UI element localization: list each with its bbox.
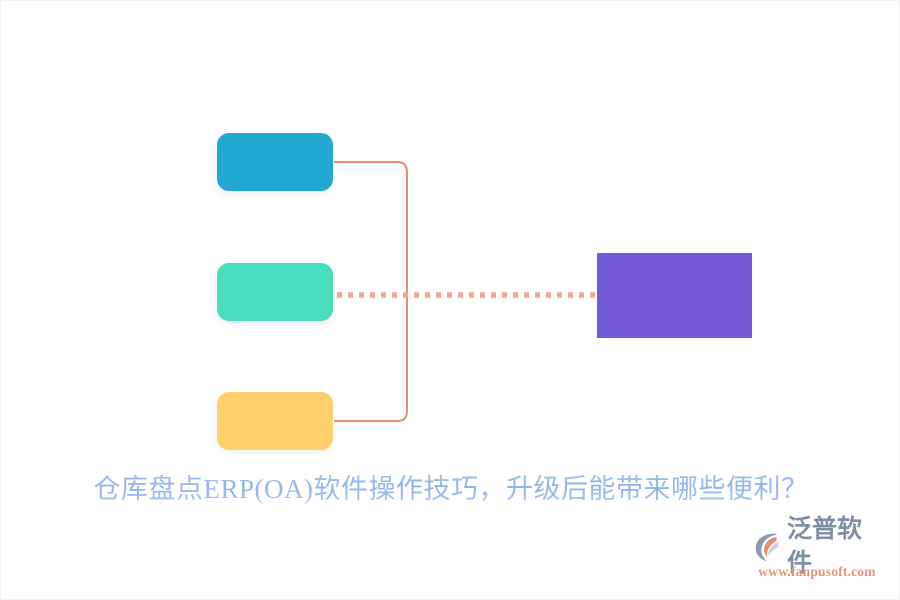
fanpu-logo-icon [755,533,779,562]
logo-website-url: www.fanpusoft.com [758,564,876,579]
page-caption: 仓库盘点ERP(OA)软件操作技巧，升级后能带来哪些便利？ [1,467,899,511]
brand-logo[interactable]: 泛普软件 www.fanpusoft.com [751,516,883,587]
logo-row: 泛普软件 [751,516,883,577]
diagram-infographic [1,1,899,471]
logo-wordmark: 泛普软件 [787,516,863,577]
diagram-node-yellow[interactable] [217,392,333,450]
diagram-connectors [334,161,597,422]
diagram-node-green[interactable] [217,263,333,321]
diagram-node-blue[interactable] [217,133,333,191]
connector-bracket-path [334,161,408,422]
diagram-node-purple[interactable] [597,253,752,338]
